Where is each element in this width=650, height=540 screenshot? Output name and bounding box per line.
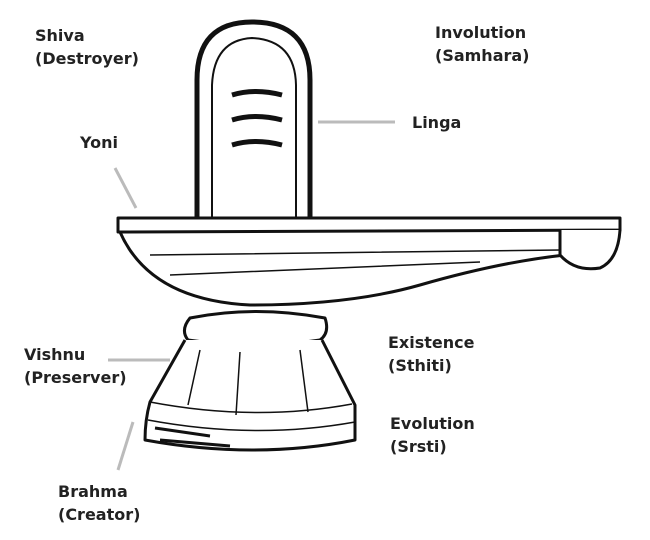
evolution-role: (Srsti): [390, 437, 447, 456]
brahma-role: (Creator): [58, 505, 141, 524]
yoni-name: Yoni: [80, 133, 118, 152]
brahma-name: Brahma: [58, 482, 128, 501]
label-involution: Involution (Samhara): [435, 21, 530, 67]
existence-role: (Sthiti): [388, 356, 452, 375]
vishnu-name: Vishnu: [24, 345, 86, 364]
label-existence: Existence (Sthiti): [388, 331, 474, 377]
yoni-leader-line: [113, 167, 138, 209]
pedestal-base: [143, 339, 357, 452]
involution-name: Involution: [435, 23, 527, 42]
vishnu-role: (Preserver): [24, 368, 127, 387]
existence-name: Existence: [388, 333, 475, 352]
involution-role: (Samhara): [435, 46, 530, 65]
label-brahma: Brahma (Creator): [58, 480, 140, 526]
linga-shape: [194, 19, 313, 218]
evolution-name: Evolution: [390, 414, 475, 433]
brahma-leader-line: [116, 421, 135, 471]
pedestal-neck: [183, 310, 329, 347]
yoni-shape: [116, 216, 622, 234]
linga-name: Linga: [412, 113, 462, 132]
label-yoni: Yoni: [80, 131, 118, 154]
label-linga: Linga: [412, 111, 461, 134]
label-vishnu: Vishnu (Preserver): [24, 343, 127, 389]
label-shiva: Shiva (Destroyer): [35, 24, 139, 70]
label-evolution: Evolution (Srsti): [390, 412, 475, 458]
shiva-role: (Destroyer): [35, 49, 139, 68]
shiva-name: Shiva: [35, 26, 85, 45]
